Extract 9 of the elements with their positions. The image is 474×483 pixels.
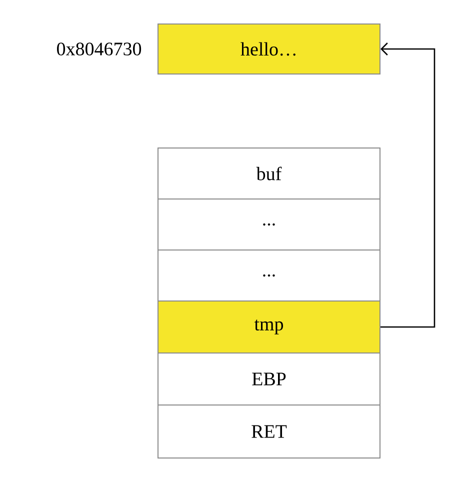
memory-cell: ... — [158, 250, 380, 302]
address-label: 0x8046730 — [57, 42, 142, 56]
arrow — [380, 42, 436, 328]
memory-cell: buf — [158, 148, 380, 200]
memory-cell: EBP — [158, 352, 380, 406]
memory-cell: RET — [158, 404, 380, 458]
memory-cell: tmp — [158, 300, 380, 354]
string-box: hello… — [158, 24, 380, 74]
memory-cell: ... — [158, 198, 380, 250]
